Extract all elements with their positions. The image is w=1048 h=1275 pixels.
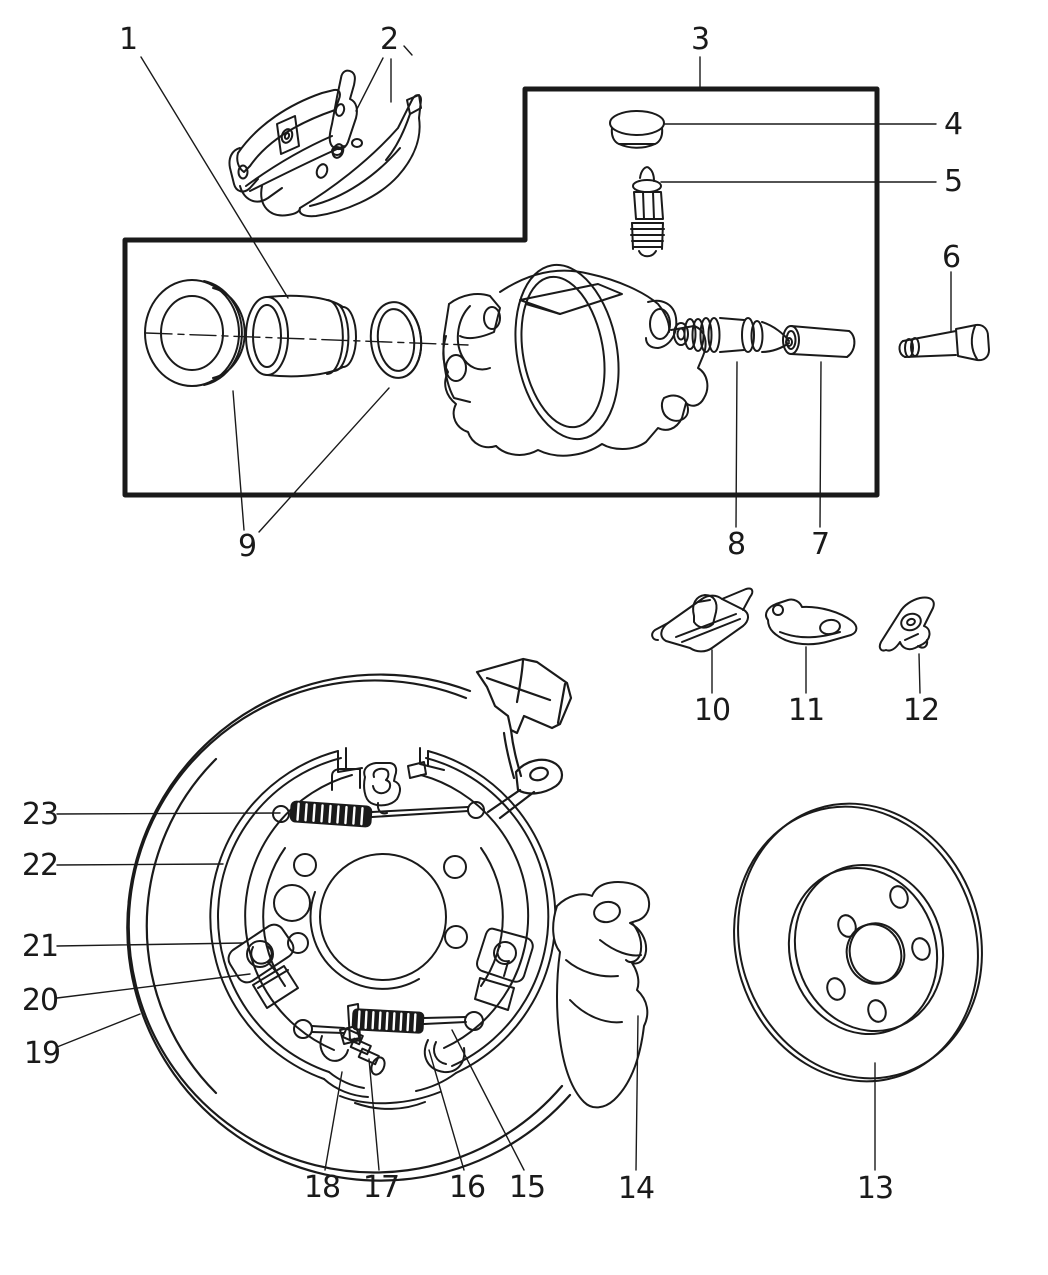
callout-17[interactable]: 17 (362, 1170, 400, 1205)
callout-10[interactable]: 10 (693, 693, 731, 728)
leader-14 (635, 1015, 639, 1171)
callout-9[interactable]: 9 (237, 529, 257, 564)
brake-dust-shield (126, 657, 573, 1182)
leader-8 (735, 361, 738, 528)
leader-22 (56, 863, 224, 866)
callout-5[interactable]: 5 (943, 164, 963, 199)
leader-2 (355, 45, 413, 112)
callout-7[interactable]: 7 (810, 527, 830, 562)
callout-16[interactable]: 16 (448, 1170, 486, 1205)
shoe-hold-down-left (227, 923, 299, 1009)
callout-12[interactable]: 12 (902, 693, 940, 728)
callout-13[interactable]: 13 (856, 1171, 894, 1206)
park-brake-shoes (209, 747, 557, 1110)
leader-7 (819, 361, 822, 528)
piston-seal (369, 301, 423, 379)
leader-18 (324, 1071, 343, 1171)
callout-11[interactable]: 11 (787, 693, 825, 728)
leader-1 (140, 56, 289, 299)
leader-lines (56, 45, 952, 1171)
leader-9 (232, 387, 390, 533)
caliper-piston (245, 294, 357, 378)
callout-3[interactable]: 3 (690, 22, 710, 57)
leader-12 (918, 653, 921, 694)
leader-23 (56, 812, 281, 815)
guide-pin-bolt (898, 323, 990, 362)
caliper-exploded-view (122, 69, 990, 498)
piston-dust-boot (144, 279, 246, 387)
callout-14[interactable]: 14 (617, 1171, 655, 1206)
callout-1[interactable]: 1 (118, 22, 138, 57)
parts-box-outline (122, 86, 880, 498)
callout-15[interactable]: 15 (508, 1170, 546, 1205)
callout-18[interactable]: 18 (303, 1170, 341, 1205)
park-brake-and-rotor-view (126, 587, 983, 1182)
adjuster-lever (765, 598, 858, 646)
brake-pads (228, 69, 422, 218)
anti-rattle-clip (651, 587, 754, 653)
upper-return-spring (272, 800, 485, 828)
leader-15 (451, 1029, 525, 1171)
bleeder-screw-cap (609, 110, 665, 149)
brake-rotor (733, 802, 983, 1083)
callout-23[interactable]: 23 (21, 797, 59, 832)
callout-22[interactable]: 22 (21, 848, 59, 883)
leader-20 (56, 973, 251, 999)
leader-16 (428, 1049, 465, 1171)
shoe-hold-down-right (474, 927, 534, 1011)
callout-2[interactable]: 2 (379, 22, 399, 57)
callout-20[interactable]: 20 (21, 983, 59, 1018)
caliper-adapter-bracket (552, 881, 651, 1109)
callout-8[interactable]: 8 (726, 527, 746, 562)
leader-17 (368, 1058, 380, 1171)
park-brake-lever (878, 596, 935, 652)
guide-pin-sleeve (782, 325, 856, 358)
callout-6[interactable]: 6 (941, 240, 961, 275)
guide-pin-bushing (673, 317, 793, 353)
callout-19[interactable]: 19 (23, 1036, 61, 1071)
caliper-housing (442, 263, 709, 457)
leader-19 (56, 1013, 141, 1048)
adjuster-assembly (293, 1003, 484, 1076)
callout-21[interactable]: 21 (21, 929, 59, 964)
bleeder-screw (630, 166, 665, 258)
callout-4[interactable]: 4 (943, 107, 963, 142)
leader-21 (56, 942, 244, 947)
